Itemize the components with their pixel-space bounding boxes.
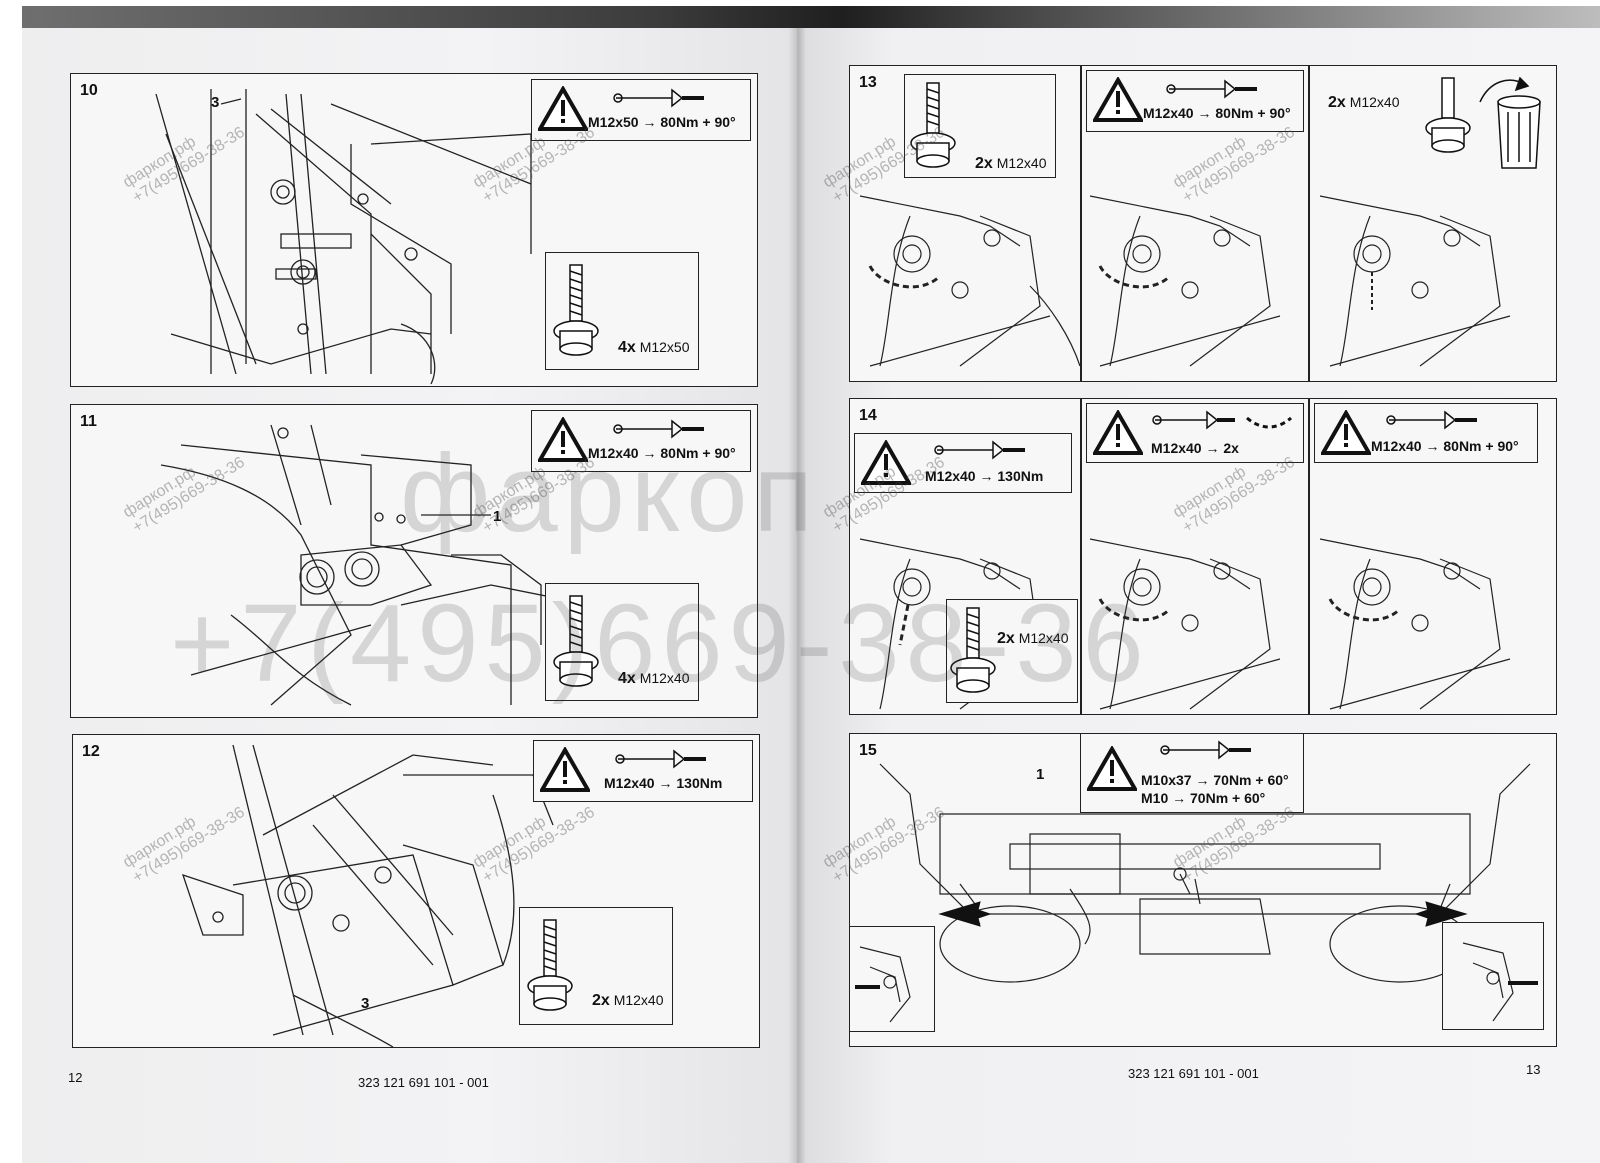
torque-spec-box: M12x40 → 130Nm — [854, 433, 1072, 493]
torque-spec-text: M12x40 → 130Nm — [604, 775, 723, 791]
torque-spec-box: M12x50 → 80Nm + 90° — [531, 79, 751, 141]
torque-wrench-icon — [615, 749, 706, 769]
bolt-inset: 4x M12x40 — [545, 583, 699, 701]
bolt-quantity: 4x M12x40 — [618, 670, 690, 687]
torque-spec-text: M12x40 → 80Nm + 90° — [1371, 438, 1519, 454]
detail-inset-left — [850, 926, 935, 1032]
bolt-inset: 2x M12x40 — [519, 907, 673, 1025]
bolt-icon — [553, 264, 599, 356]
warning-triangle-icon — [538, 417, 588, 462]
torque-wrench-icon — [1152, 410, 1292, 430]
step-15-panel: 15 1 M10x37 → 70Nm + 60° M10 → 70Nm + 60… — [849, 733, 1557, 1047]
warning-triangle-icon — [861, 440, 911, 485]
warning-triangle-icon — [1321, 410, 1371, 455]
warning-triangle-icon — [538, 86, 588, 131]
bracket-detail — [1462, 942, 1538, 1022]
torque-wrench-icon — [1386, 410, 1477, 430]
step-10-panel: 10 3 M12x50 → 80Nm + 90° 4x M12x50 — [70, 73, 758, 387]
torque-spec-text: M12x40 → 80Nm + 90° — [588, 445, 736, 461]
step-number: 12 — [82, 743, 100, 760]
bolt-quantity: 2x M12x40 — [997, 630, 1069, 647]
recycle-bin-icon — [1479, 76, 1541, 169]
step-number: 13 — [859, 74, 877, 91]
step-13-illustration — [859, 195, 1511, 367]
bolt-inset: 4x M12x50 — [545, 252, 699, 370]
step-14-panel: 14 — [849, 398, 1557, 715]
callout-3: 3 — [361, 995, 370, 1012]
step-number: 14 — [859, 407, 877, 424]
bolt-icon — [527, 919, 573, 1011]
torque-spec-box: M12x40 → 130Nm — [533, 740, 753, 802]
torque-spec-text: M10x37 → 70Nm + 60° — [1141, 772, 1289, 788]
bolt-quantity: 2x M12x40 — [592, 992, 664, 1009]
bolt-icon — [553, 595, 599, 687]
doc-code-left: 323 121 691 101 - 001 — [358, 1075, 489, 1090]
torque-wrench-icon — [613, 419, 704, 439]
step-11-illustration — [160, 424, 672, 706]
callout-1: 1 — [1036, 766, 1045, 783]
callout-3: 3 — [211, 94, 220, 111]
step-12-panel: 12 3 M12x40 → 130Nm 2x M12x40 — [72, 734, 760, 1048]
torque-spec-text: M12x40 → 130Nm — [925, 468, 1044, 484]
bolt-inset: 2x M12x40 — [904, 74, 1056, 178]
watermark-large: фаркоп — [400, 432, 819, 555]
torque-wrench-icon — [613, 88, 704, 108]
torque-spec-box: M12x40 → 80Nm + 90° — [1086, 70, 1304, 132]
page-number-left: 12 — [68, 1070, 83, 1085]
torque-spec-box: M12x40 → 80Nm + 90° — [1314, 403, 1538, 463]
bolt-quantity: 2x M12x40 — [975, 155, 1047, 172]
step-number: 15 — [859, 742, 877, 759]
torque-spec-text: M12x50 → 80Nm + 90° — [588, 114, 736, 130]
bolt-quantity: 4x M12x50 — [618, 339, 690, 356]
remove-quantity: 2x M12x40 — [1328, 94, 1400, 111]
warning-triangle-icon — [540, 747, 590, 792]
bolt-icon — [910, 82, 956, 168]
warning-triangle-icon — [1093, 77, 1143, 122]
callout-1: 1 — [493, 508, 502, 525]
torque-spec-text: M10 → 70Nm + 60° — [1141, 790, 1266, 806]
scan-top-band — [22, 6, 1600, 28]
torque-wrench-icon — [1166, 79, 1257, 99]
torque-spec-text: M12x40 → 80Nm + 90° — [1143, 105, 1291, 121]
step-number: 10 — [80, 82, 98, 99]
watermark-large-phone: +7(495)669-38-36 — [170, 582, 1150, 705]
torque-spec-box: M12x40 → 2x — [1086, 403, 1304, 463]
detail-inset-right — [1442, 922, 1544, 1030]
bracket-detail — [855, 946, 911, 1023]
doc-code-right: 323 121 691 101 - 001 — [1128, 1066, 1259, 1081]
step-number: 11 — [80, 413, 97, 430]
bolt-inset: 2x M12x40 — [946, 599, 1078, 703]
page-gutter — [788, 28, 806, 1163]
step-15-illustration — [879, 763, 1531, 983]
warning-triangle-icon — [1087, 746, 1137, 791]
warning-triangle-icon — [1093, 410, 1143, 455]
page-number-right: 13 — [1526, 1062, 1541, 1077]
bolt-icon — [1425, 77, 1471, 153]
torque-spec-box: M10x37 → 70Nm + 60° M10 → 70Nm + 60° — [1080, 734, 1304, 813]
torque-spec-box: M12x40 → 80Nm + 90° — [531, 410, 751, 472]
torque-wrench-icon — [1160, 740, 1251, 760]
step-13-panel: 13 — [849, 65, 1557, 382]
torque-spec-text: M12x40 → 2x — [1151, 440, 1239, 456]
step-11-panel: 11 1 M12x40 → 80Nm + 90° 4x M12x40 — [70, 404, 758, 718]
bolt-icon — [950, 607, 996, 693]
torque-wrench-icon — [934, 440, 1025, 460]
